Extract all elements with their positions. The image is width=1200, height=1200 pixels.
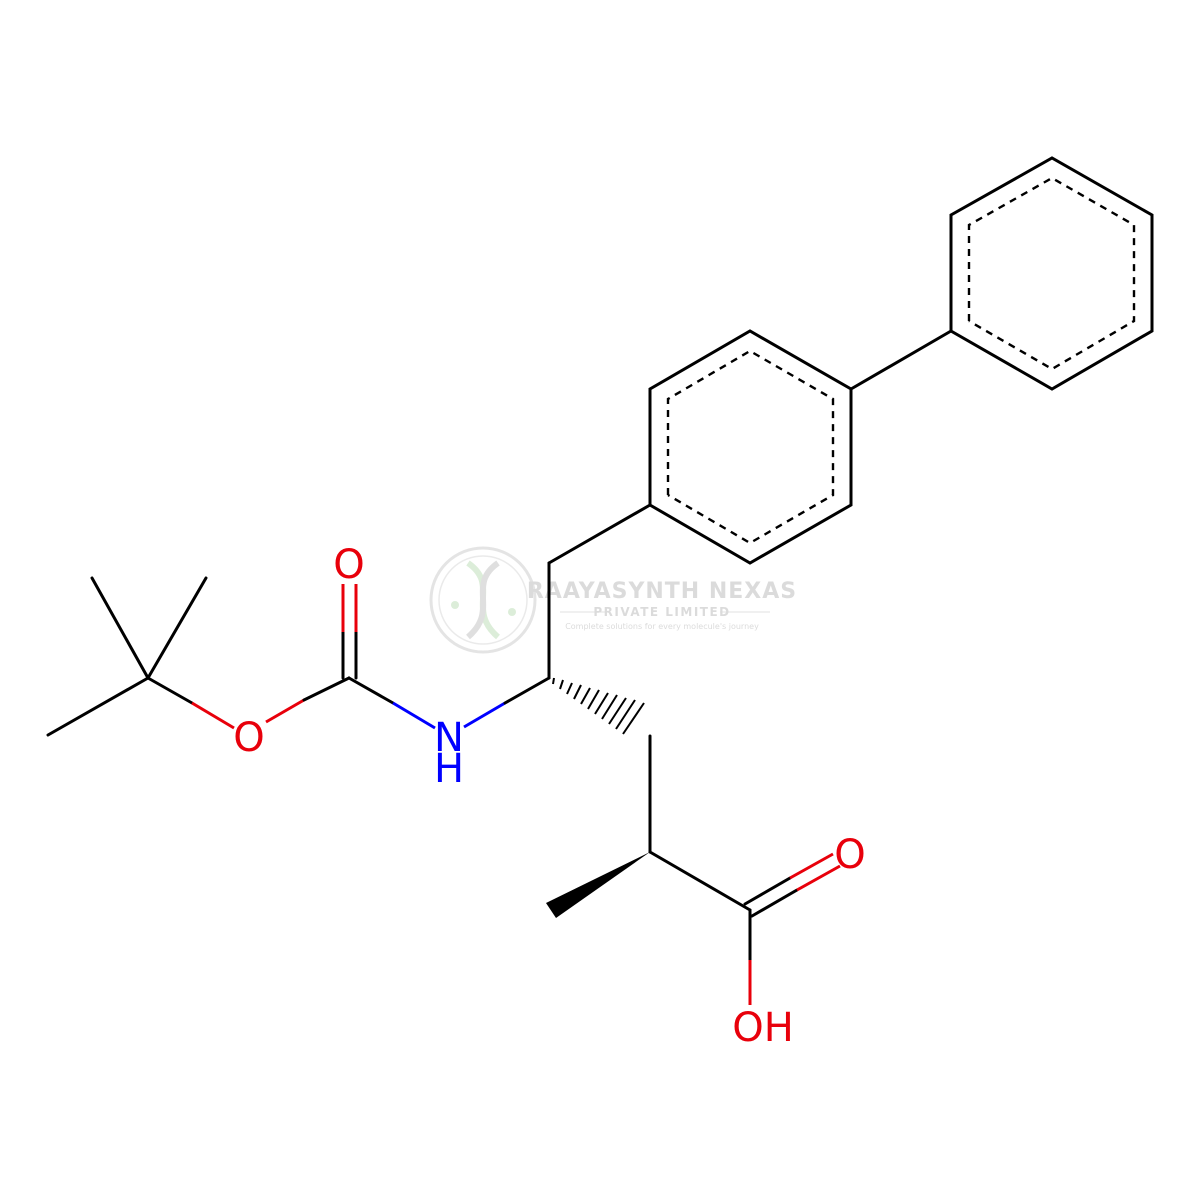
watermark-company: RAAYASYNTH NEXAS	[527, 579, 797, 604]
carboxylic-acid-group	[743, 852, 841, 1005]
amine-linkage	[463, 676, 551, 729]
atom-label-amine-hydrogen: H	[434, 746, 464, 792]
phenyl-ring-2	[949, 156, 1154, 391]
phenyl-ring-1	[648, 329, 853, 565]
atom-label-acid-carbonyl-oxygen: O	[834, 832, 865, 878]
atom-label-nitrogen: N	[434, 715, 464, 761]
watermark-subtitle: PRIVATE LIMITED	[593, 605, 730, 619]
watermark-tagline: Complete solutions for every molecule's …	[565, 622, 759, 631]
carbamate-group	[265, 584, 436, 730]
biaryl-bond	[849, 329, 953, 391]
atom-label-ester-oxygen: O	[233, 715, 264, 761]
hashed-wedge-bond	[552, 677, 645, 735]
dna-helix-icon	[429, 546, 537, 654]
atom-label-hydroxyl: OH	[732, 1005, 794, 1051]
watermark: RAAYASYNTH NEXAS PRIVATE LIMITED Complet…	[429, 546, 797, 654]
atom-label-carbonyl-oxygen: O	[333, 542, 364, 588]
solid-wedge-bond	[546, 852, 650, 918]
tert-butyl-group	[46, 576, 235, 737]
backbone-chain	[546, 503, 752, 918]
